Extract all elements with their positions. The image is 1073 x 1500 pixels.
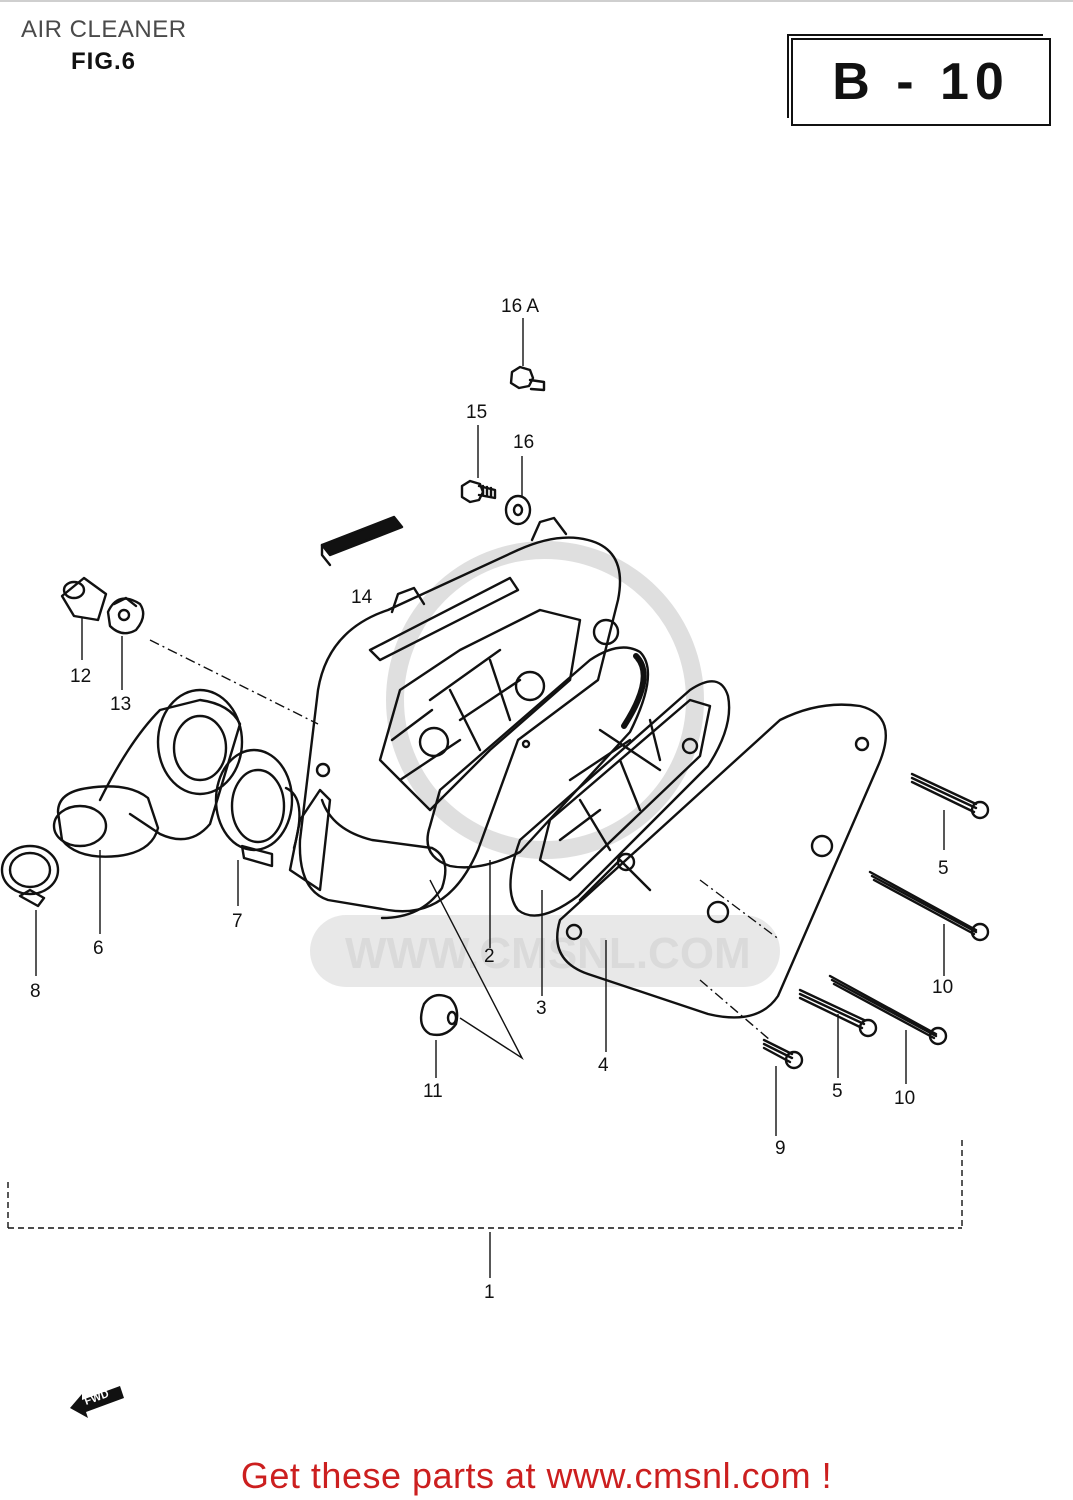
- figure-number: FIG.6: [71, 48, 137, 75]
- part-10-screw-upper: [868, 870, 990, 942]
- part-2-filter-element: [426, 646, 650, 869]
- callout-14: 14: [351, 587, 373, 608]
- part-6-inlet-duct: [52, 688, 244, 858]
- callout-12: 12: [70, 666, 91, 687]
- part-5-screw-lower: [798, 988, 878, 1038]
- callout-15: 15: [466, 402, 487, 423]
- part-16a-nut: [509, 365, 546, 392]
- callout-labels: 16 A 15 16 14 12 13 5 6 7 8 2 3 10 11 4 …: [30, 296, 953, 1303]
- callout-1: 1: [484, 1282, 495, 1303]
- part-7-connector: [214, 748, 301, 868]
- part-15-screw: [460, 479, 497, 504]
- callout-4: 4: [598, 1055, 609, 1076]
- watermark-text: WWW.CMSNL.COM: [345, 929, 751, 978]
- part-8-clamp: [0, 844, 60, 908]
- top-rule: [0, 0, 1073, 2]
- callout-8: 8: [30, 981, 41, 1002]
- part-5-screw-upper: [910, 772, 990, 820]
- callout-10-upper: 10: [932, 977, 953, 998]
- callout-6: 6: [93, 938, 104, 959]
- callout-3: 3: [536, 998, 547, 1019]
- callout-5-lower: 5: [832, 1081, 843, 1102]
- watermark: WWW.CMSNL.COM: [310, 541, 780, 987]
- leader-lines: [7, 318, 963, 1278]
- diagram-title: AIR CLEANER: [21, 16, 187, 43]
- callout-9: 9: [775, 1138, 786, 1159]
- part-12-sleeve: [60, 576, 108, 622]
- part-air-cleaner-case: [288, 516, 622, 920]
- part-13-clip: [106, 596, 145, 635]
- callout-13: 13: [110, 694, 131, 715]
- part-16-washer: [504, 494, 532, 526]
- callout-16: 16: [513, 432, 534, 453]
- part-4-cover: [556, 703, 887, 1019]
- footer-link-text: Get these parts at www.cmsnl.com !: [240, 1455, 833, 1496]
- part-10-screw-lower: [828, 974, 948, 1046]
- callout-2: 2: [484, 946, 495, 967]
- callout-7: 7: [232, 911, 243, 932]
- part-14-pad: [320, 515, 404, 567]
- fwd-arrow-icon: FWD: [70, 1386, 124, 1418]
- callout-11: 11: [423, 1081, 443, 1102]
- part-11-grommet: [419, 993, 459, 1037]
- part-9-screw: [762, 1038, 804, 1070]
- section-code-badge: B - 10: [787, 34, 1051, 126]
- callout-5-upper: 5: [938, 858, 949, 879]
- callout-10-lower: 10: [894, 1088, 915, 1109]
- callout-16a: 16 A: [501, 296, 539, 317]
